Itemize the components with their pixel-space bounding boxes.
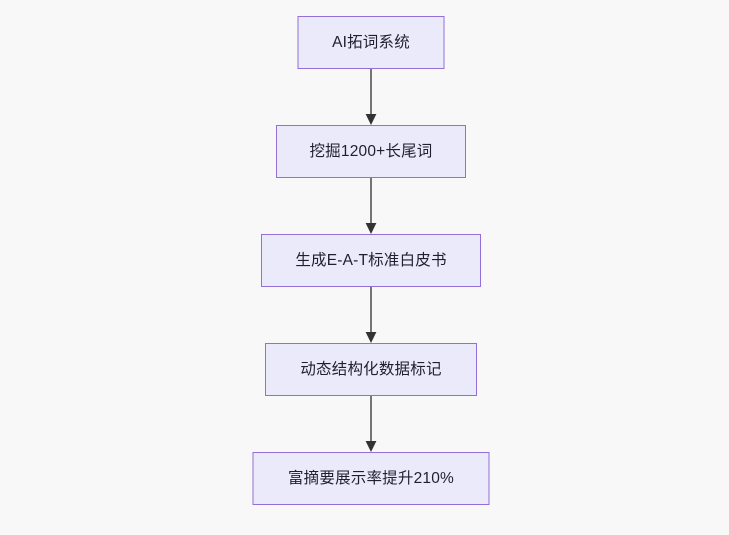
flow-node-rich-snippet-impression-lift[interactable]: 富摘要展示率提升210% (252, 452, 490, 505)
flow-connector-2 (364, 178, 378, 234)
arrowhead-icon (365, 114, 377, 125)
flow-node-ai-keyword-system[interactable]: AI拓词系统 (297, 16, 445, 69)
flow-node-label: AI拓词系统 (332, 33, 410, 51)
flow-node-mine-longtail-keywords[interactable]: 挖掘1200+长尾词 (276, 125, 466, 178)
flow-connector-1 (364, 69, 378, 125)
flow-node-label: 生成E-A-T标准白皮书 (295, 251, 447, 269)
flow-node-label: 挖掘1200+长尾词 (309, 142, 433, 160)
arrowhead-icon (365, 223, 377, 234)
flow-connector-3 (364, 287, 378, 343)
flow-connector-4 (364, 396, 378, 452)
flow-node-dynamic-structured-data-markup[interactable]: 动态结构化数据标记 (265, 343, 477, 396)
arrowhead-icon (365, 332, 377, 343)
flow-node-label: 动态结构化数据标记 (300, 360, 442, 378)
arrowhead-icon (365, 441, 377, 452)
flow-node-label: 富摘要展示率提升210% (287, 469, 455, 487)
flow-node-generate-eat-whitepaper[interactable]: 生成E-A-T标准白皮书 (261, 234, 481, 287)
